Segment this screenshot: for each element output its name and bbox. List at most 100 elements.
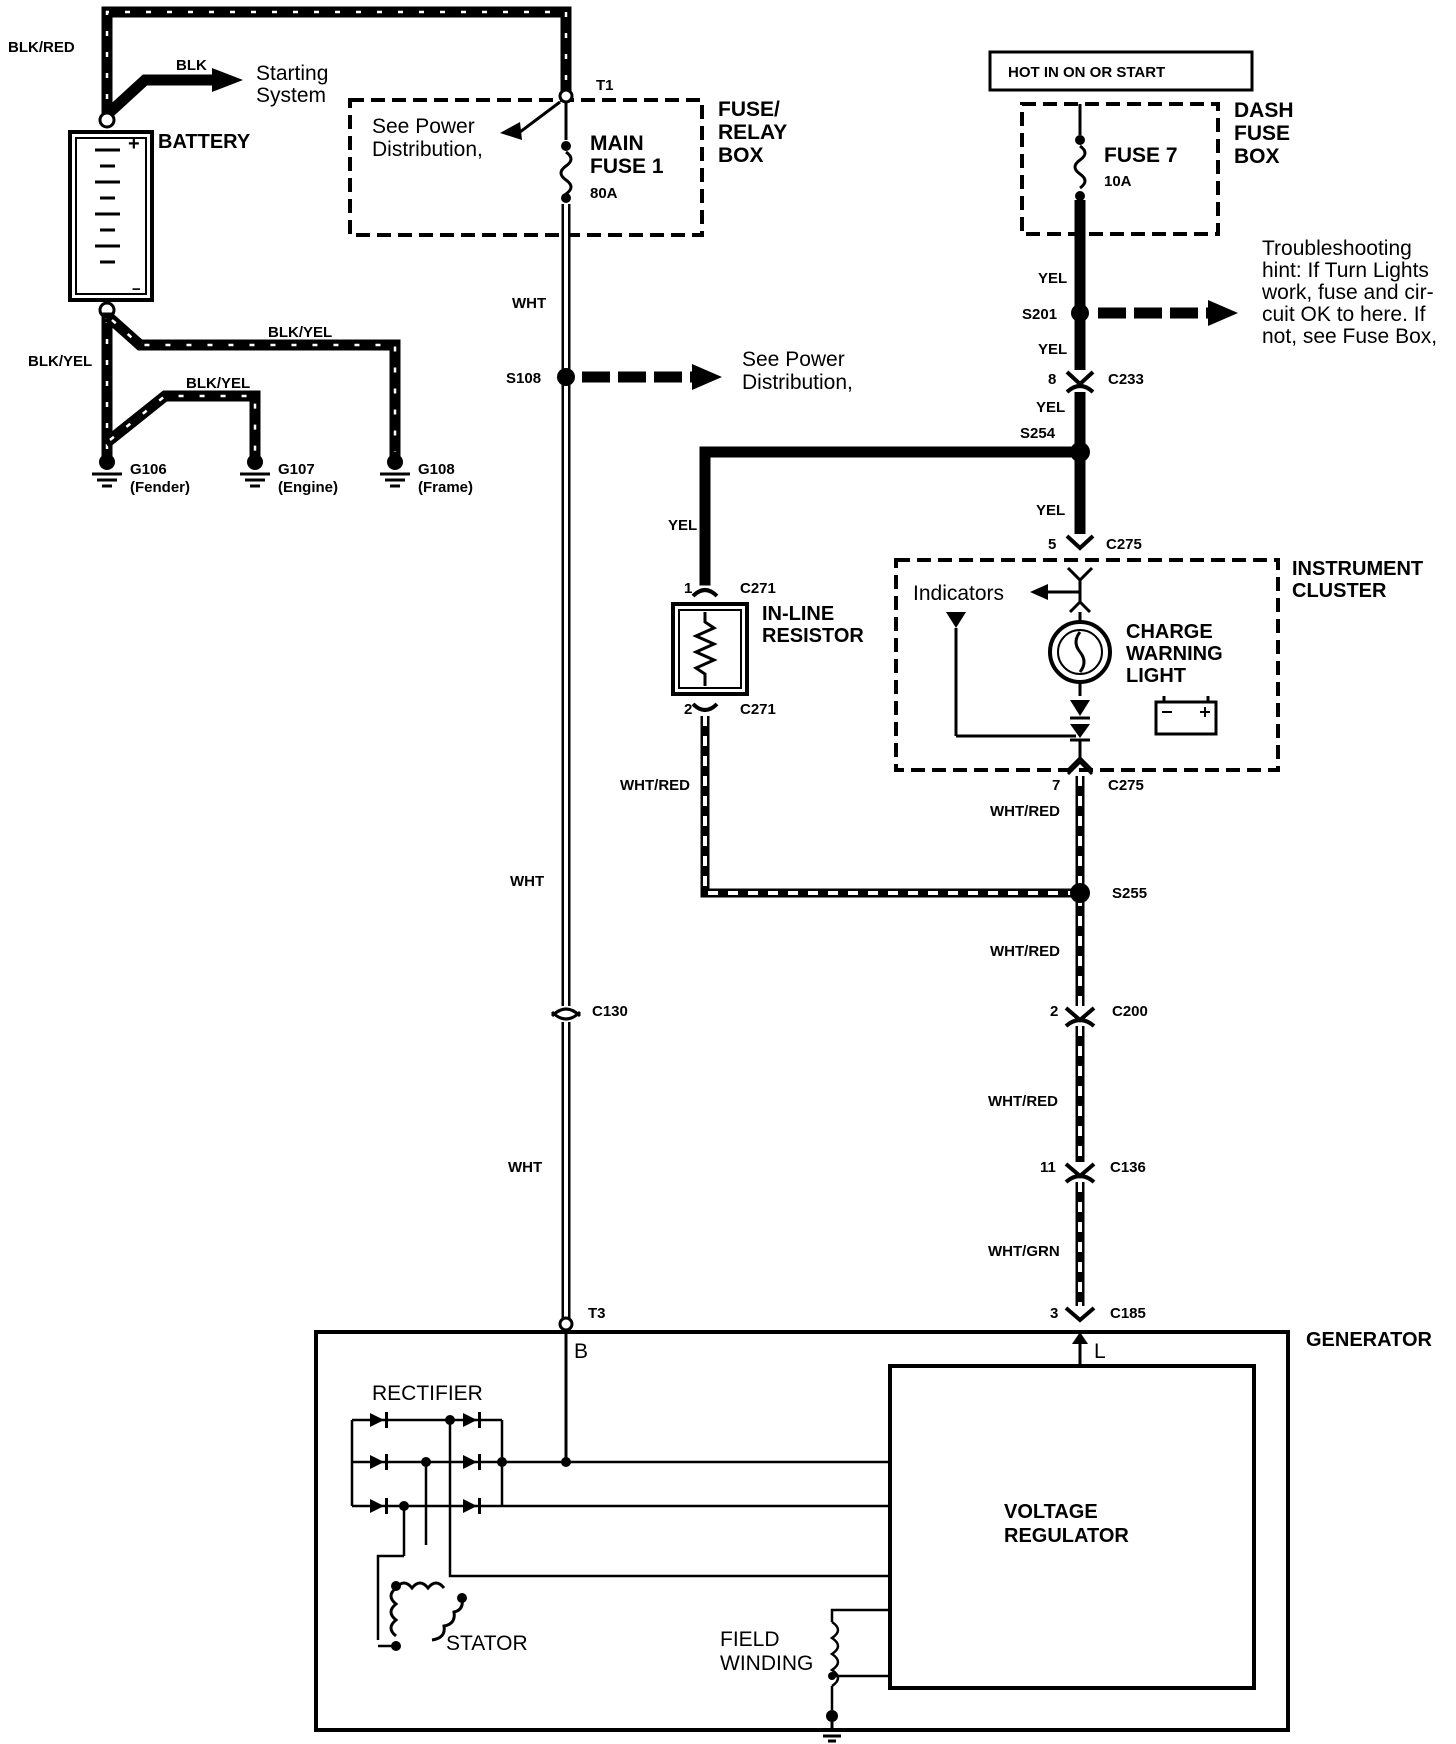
splice-s254-label: S254 bbox=[1020, 425, 1056, 442]
wire-label-wht-red-2: WHT/RED bbox=[990, 943, 1060, 960]
voltage-regulator-line2: REGULATOR bbox=[1004, 1525, 1129, 1547]
light-label-line2: WARNING bbox=[1126, 643, 1223, 665]
starting-system-line2: System bbox=[256, 84, 326, 107]
fuse7-name: FUSE 7 bbox=[1104, 144, 1178, 167]
hint-line3: work, fuse and cir- bbox=[1261, 281, 1434, 304]
stator-leads bbox=[376, 1420, 890, 1640]
c185-label: C185 bbox=[1110, 1305, 1146, 1322]
blk-start-wire bbox=[102, 74, 221, 120]
fuse-box-see-power-line2: Distribution, bbox=[372, 138, 483, 161]
dash-fuse-box-outline bbox=[1020, 102, 1220, 236]
wire-label-wht-1: WHT bbox=[512, 295, 546, 312]
connector-c233-symbol bbox=[1065, 370, 1095, 387]
ground-symbol-g108 bbox=[380, 454, 410, 488]
resistor-pin2: 2 bbox=[684, 701, 692, 718]
wire-label-wht-red-resistor: WHT/RED bbox=[620, 777, 690, 794]
field-winding-line2: WINDING bbox=[720, 1652, 813, 1675]
splice-s108-label: S108 bbox=[506, 370, 541, 387]
hint-line5: not, see Fuse Box, bbox=[1262, 325, 1437, 348]
c275-bottom-pin: 7 bbox=[1052, 777, 1060, 794]
generator: GENERATOR B L VOLTAGE REGULATOR RECTIFIE… bbox=[314, 1329, 1432, 1743]
cluster-diode bbox=[1070, 700, 1090, 716]
connector-c185-symbol bbox=[1064, 1306, 1096, 1323]
c136-label: C136 bbox=[1110, 1159, 1146, 1176]
generator-title: GENERATOR bbox=[1306, 1329, 1432, 1351]
splice-s255 bbox=[1070, 883, 1090, 903]
connector-c130-label: C130 bbox=[592, 1003, 628, 1020]
terminal-t3: T3 bbox=[588, 1305, 606, 1322]
s108-see-power-line1: See Power bbox=[742, 348, 845, 371]
c200-pin: 2 bbox=[1050, 1003, 1058, 1020]
splice-s255-label: S255 bbox=[1112, 885, 1147, 902]
wire-label-yel-resistor: YEL bbox=[668, 517, 697, 534]
c233-label: C233 bbox=[1108, 371, 1144, 388]
fuse-relay-box-outline bbox=[348, 98, 704, 237]
c275-top-pin: 5 bbox=[1048, 536, 1056, 553]
voltage-regulator bbox=[888, 1364, 1256, 1690]
hot-in-on-label: HOT IN ON OR START bbox=[1008, 64, 1165, 81]
light-label-line3: LIGHT bbox=[1126, 665, 1186, 687]
wire-label-wht-3: WHT bbox=[508, 1159, 542, 1176]
fuse-relay-box-title-line1: FUSE/ bbox=[718, 98, 780, 121]
ground-g107-desc: (Engine) bbox=[278, 479, 338, 496]
c185-pin: 3 bbox=[1050, 1305, 1058, 1322]
blk-yel-frame-wire bbox=[104, 312, 401, 458]
hint-line4: cuit OK to here. If bbox=[1262, 303, 1426, 326]
rectifier-diodes bbox=[370, 1412, 481, 1514]
terminal-l: L bbox=[1094, 1340, 1106, 1363]
fuse-box-see-power-line1: See Power bbox=[372, 115, 475, 138]
resistor-label-line2: RESISTOR bbox=[762, 625, 864, 647]
battery-minus: − bbox=[132, 281, 141, 298]
resistor-pin1: 1 bbox=[684, 580, 692, 597]
ground-g107-id: G107 bbox=[278, 461, 315, 478]
ground-g108-desc: (Frame) bbox=[418, 479, 473, 496]
hint-line1: Troubleshooting bbox=[1262, 237, 1412, 260]
battery-symbol bbox=[68, 130, 154, 302]
terminal-b: B bbox=[574, 1340, 588, 1363]
main-fuse-name-line2: FUSE 1 bbox=[590, 155, 664, 178]
splice-s201 bbox=[1071, 304, 1089, 322]
main-fuse-symbol bbox=[559, 150, 573, 196]
ground-g106-desc: (Fender) bbox=[130, 479, 190, 496]
wire-label-yel-3: YEL bbox=[1036, 399, 1065, 416]
resistor-symbol bbox=[671, 602, 749, 696]
c136-pin: 11 bbox=[1040, 1159, 1056, 1176]
terminal-t1: T1 bbox=[596, 77, 614, 94]
light-label-line1: CHARGE bbox=[1126, 621, 1213, 643]
ground-symbol-g106 bbox=[92, 454, 122, 488]
wht-circuit: WHT S108 See Power Distribution, WHT C13… bbox=[506, 204, 853, 1332]
c200-label: C200 bbox=[1112, 1003, 1148, 1020]
wire-label-blk-yel-left: BLK/YEL bbox=[28, 353, 92, 370]
generator-ground-icon bbox=[818, 1722, 846, 1743]
wire-label-blk-red: BLK/RED bbox=[8, 39, 75, 56]
wire-label-blk: BLK bbox=[176, 57, 207, 74]
yel-resistor-wire bbox=[699, 446, 1086, 586]
c275-bottom-label: C275 bbox=[1108, 777, 1144, 794]
wht-red-circuit: WHT/RED S255 WHT/RED 2 C200 WHT/RED 11 C… bbox=[988, 776, 1148, 1323]
wire-label-yel-4: YEL bbox=[1036, 502, 1065, 519]
ground-g108-id: G108 bbox=[418, 461, 455, 478]
fuse-relay-box-title-line3: BOX bbox=[718, 144, 764, 167]
starting-system-line1: Starting bbox=[256, 62, 328, 85]
in-line-resistor: 1 C271 IN-LINE RESISTOR 2 C271 WHT/RED bbox=[620, 580, 1080, 898]
blk-yel-engine-wire bbox=[102, 390, 261, 458]
field-winding-line1: FIELD bbox=[720, 1628, 780, 1651]
fuse7-symbol bbox=[1073, 144, 1087, 190]
wire-label-yel-1: YEL bbox=[1038, 270, 1067, 287]
c233-pin: 8 bbox=[1048, 371, 1056, 388]
fuse-relay-box: T1 See Power Distribution, MAIN FUSE 1 8… bbox=[348, 77, 787, 237]
splice-s108 bbox=[557, 368, 575, 386]
battery-label: BATTERY bbox=[158, 131, 251, 153]
stator-label: STATOR bbox=[446, 1632, 528, 1655]
indicators-label: Indicators bbox=[913, 582, 1004, 605]
wire-label-wht-red-3: WHT/RED bbox=[988, 1093, 1058, 1110]
dash-fuse-box-title-line3: BOX bbox=[1234, 145, 1280, 168]
battery-section: BLK/RED BLK Starting System + − BATTERY … bbox=[8, 6, 572, 496]
hot-in-on-box bbox=[988, 50, 1254, 92]
battery-plus: + bbox=[128, 133, 140, 155]
dash-fuse-box-title-line2: FUSE bbox=[1234, 122, 1290, 145]
wire-label-wht-2: WHT bbox=[510, 873, 544, 890]
fuse7-rating: 10A bbox=[1104, 173, 1132, 190]
dash-fuse-box: HOT IN ON OR START FUSE 7 10A DASH FUSE … bbox=[988, 50, 1294, 236]
